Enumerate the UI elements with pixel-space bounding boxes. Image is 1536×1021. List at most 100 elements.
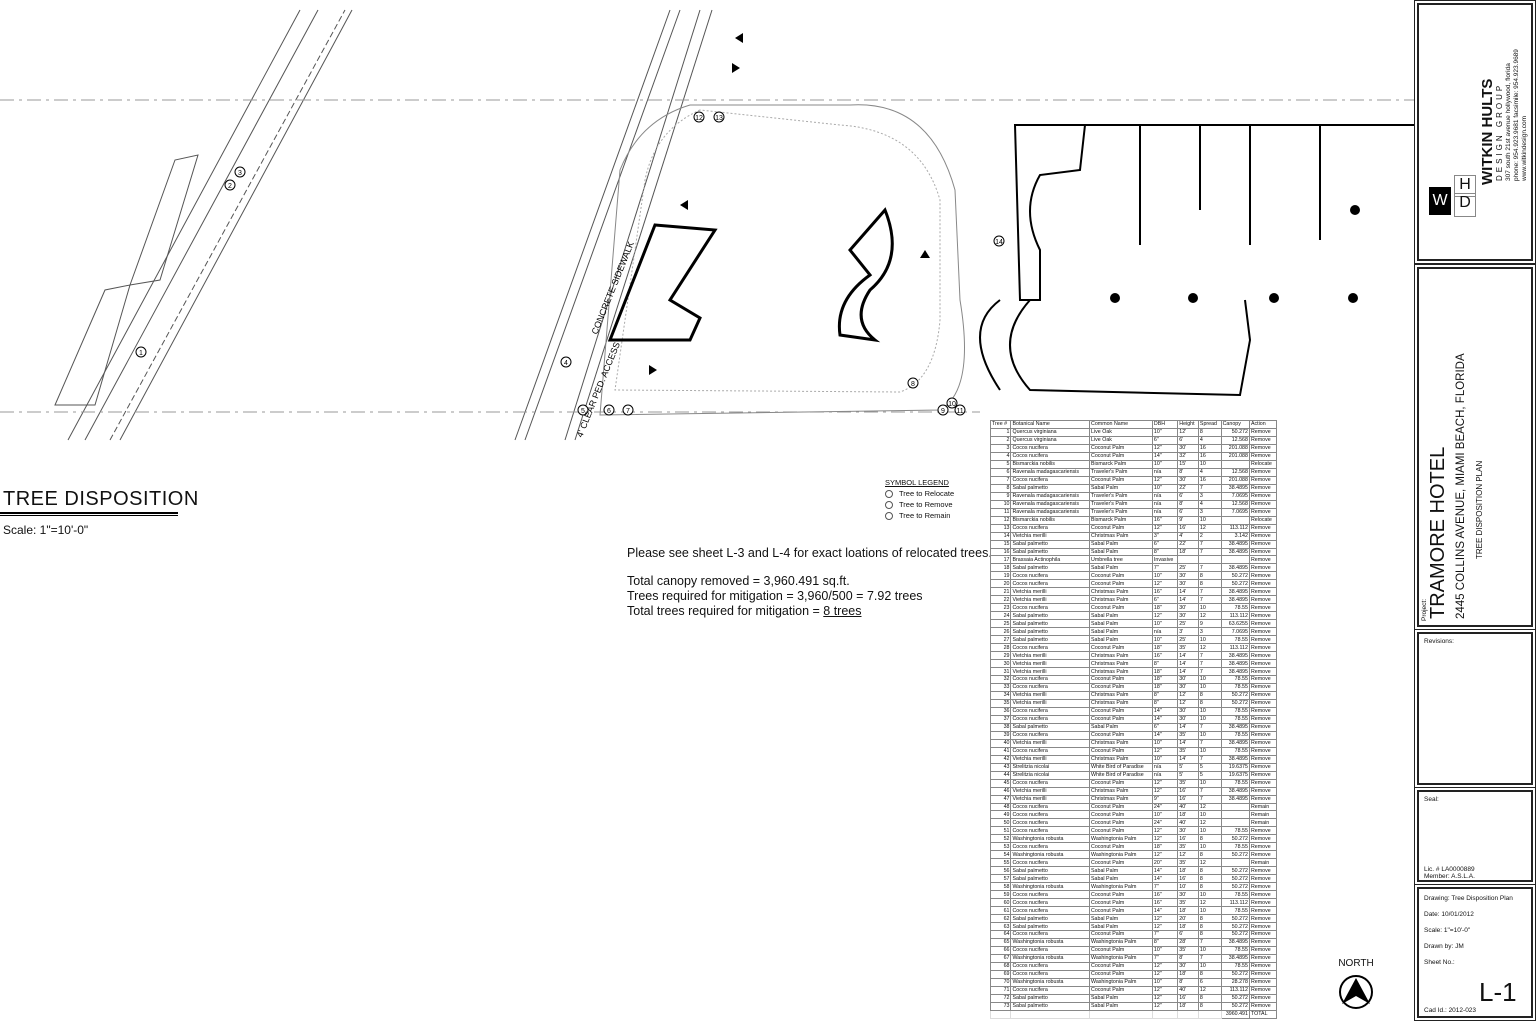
table-cell: 51 (989, 826, 1012, 836)
table-cell: Remove (1248, 969, 1278, 979)
table-cell: 18' (1177, 810, 1199, 820)
table-cell: 10" (1151, 571, 1179, 581)
table-cell: 201.088 (1220, 475, 1250, 485)
table-cell: 12 (1197, 802, 1222, 812)
table-cell: 7 (1197, 794, 1222, 804)
table-cell: Cocos nucifera (1010, 714, 1091, 724)
table-cell: 10 (1197, 842, 1222, 852)
table-cell: Remove (1248, 651, 1278, 661)
table-cell: 38.4895 (1220, 786, 1250, 796)
table-cell: 12' (1177, 698, 1199, 708)
table-cell: 43 (989, 762, 1012, 772)
table-cell: Bismarckia nobilis (1010, 515, 1091, 525)
table-cell: 30' (1177, 890, 1199, 900)
table-cell: 53 (989, 842, 1012, 852)
table-cell: Coconut Palm (1089, 898, 1153, 908)
table-cell: 1 (989, 427, 1012, 437)
table-cell: Remove (1248, 834, 1278, 844)
table-cell: 50.272 (1220, 690, 1250, 700)
table-cell: 18' (1177, 866, 1199, 876)
table-cell: 12 (1197, 898, 1222, 908)
table-cell: 10 (1197, 746, 1222, 756)
table-cell: Cocos nucifera (1010, 682, 1091, 692)
table-cell: 18 (989, 563, 1012, 573)
table-cell: 12 (1197, 611, 1222, 621)
table-cell: Coconut Palm (1089, 778, 1153, 788)
table-cell: Vietchia merilli (1010, 667, 1091, 676)
table-cell: 31 (989, 667, 1012, 676)
table-cell: 78.55 (1220, 682, 1250, 692)
table-cell: 3.142 (1220, 531, 1250, 541)
table-cell: 12" (1151, 834, 1179, 844)
table-cell: 38.4895 (1220, 953, 1250, 963)
table-cell: Sabal palmetto (1010, 563, 1091, 573)
table-cell: 14" (1151, 706, 1179, 716)
table-cell: Remove (1248, 714, 1278, 724)
table-cell: White Bird of Paradise (1089, 770, 1153, 780)
table-cell: 30' (1177, 706, 1199, 716)
table-cell: 41 (989, 746, 1012, 756)
table-cell: Sabal Palm (1089, 547, 1153, 557)
table-cell: 38.4895 (1220, 722, 1250, 732)
table-cell: Sabal Palm (1089, 914, 1153, 924)
table-cell: Cocos nucifera (1010, 826, 1091, 836)
table-cell: Coconut Palm (1089, 890, 1153, 900)
table-cell: 30' (1177, 611, 1199, 621)
table-cell: Coconut Palm (1089, 810, 1153, 820)
table-cell: Traveler's Palm (1089, 467, 1153, 477)
firm-phone: phone: 954.923.9681 facsimile: 954.923.9… (1513, 49, 1520, 181)
legend-title: SYMBOL LEGEND (885, 478, 949, 487)
table-cell (1197, 555, 1222, 565)
column-header: Spread (1197, 420, 1222, 429)
table-cell: 44 (989, 770, 1012, 780)
table-cell: 7 (1197, 539, 1222, 549)
table-cell: 7" (1151, 930, 1179, 939)
table-cell: 46 (989, 786, 1012, 796)
table-cell: 25' (1177, 619, 1199, 629)
table-cell: 6" (1151, 435, 1179, 445)
tree-tag: 9 (941, 408, 945, 415)
table-cell: 10 (1197, 826, 1222, 836)
table-cell: Ravenala madagascariensis (1010, 507, 1091, 517)
table-cell: 12" (1151, 443, 1179, 453)
table-cell: Sabal Palm (1089, 619, 1153, 629)
project-block: TRAMORE HOTEL 2445 COLLINS AVENUE, MIAMI… (1414, 264, 1536, 630)
table-cell: Cocos nucifera (1010, 451, 1091, 461)
table-cell: Coconut Palm (1089, 858, 1153, 868)
table-cell: 12' (1177, 690, 1199, 700)
table-cell: 30' (1177, 475, 1199, 485)
table-cell: 23 (989, 603, 1012, 613)
tree-tag: 13 (715, 115, 723, 122)
table-cell: 45 (989, 778, 1012, 788)
column-header: Botanical Name (1010, 420, 1091, 429)
tree-tag: 1 (139, 350, 143, 357)
tree-tag: 6 (607, 408, 611, 415)
table-cell: 12" (1151, 1001, 1179, 1011)
table-cell: Vietchia merilli (1010, 651, 1091, 661)
note-prefix: Total trees required for mitigation = (627, 604, 824, 618)
table-cell: 40' (1177, 818, 1199, 828)
table-cell: 8 (1197, 930, 1222, 939)
table-cell: 35' (1177, 842, 1199, 852)
table-cell: Christmas Palm (1089, 754, 1153, 764)
project-sheet-title: TREE DISPOSITION PLAN (1475, 460, 1484, 559)
table-cell: 38.4895 (1220, 659, 1250, 669)
table-cell: Remove (1248, 690, 1278, 700)
table-cell: 34 (989, 690, 1012, 700)
table-cell: 10 (1197, 890, 1222, 900)
table-cell: 6' (1177, 507, 1199, 517)
table-cell: 8' (1177, 467, 1199, 477)
table-cell: Vietchia merilli (1010, 698, 1091, 708)
table-cell: 30' (1177, 579, 1199, 589)
seal-label: Seal: (1424, 796, 1439, 803)
table-cell: Remove (1248, 874, 1278, 884)
